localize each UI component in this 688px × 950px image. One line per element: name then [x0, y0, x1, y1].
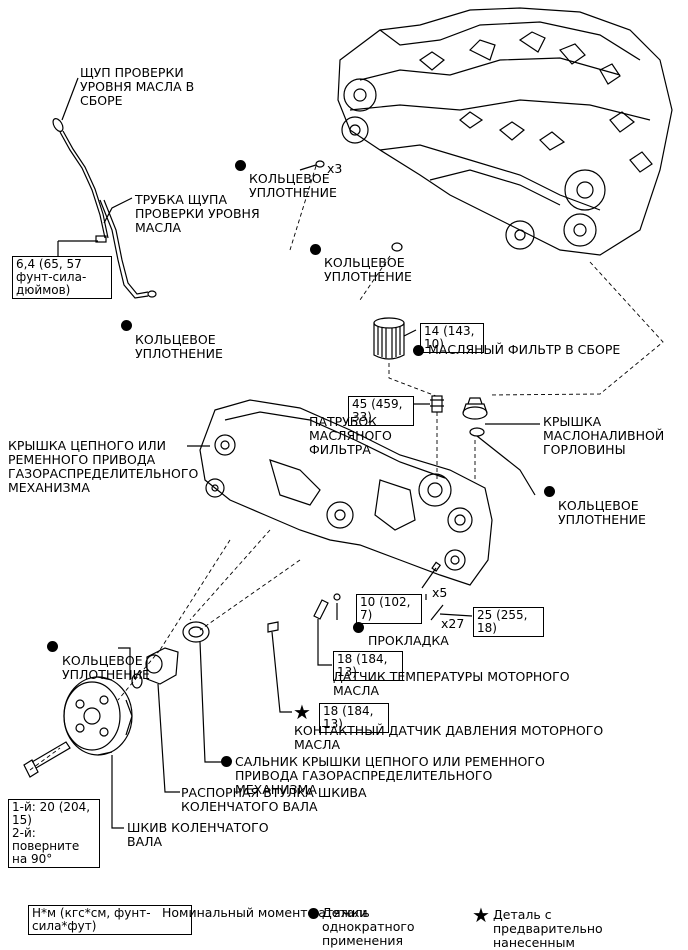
oil-seal-label: САЛЬНИК КРЫШКИ ЦЕПНОГО ИЛИ РЕМЕННОГО ПРИ… — [235, 754, 545, 797]
engine-block-drawing — [337, 7, 673, 256]
legend-non-reusable-icon — [308, 908, 319, 919]
dipstick-drawing — [52, 118, 109, 239]
pressure-switch-torque: 18 (184, 13) — [319, 703, 389, 733]
filter-union-torque: 45 (459, 33) — [348, 396, 414, 426]
filter-union-label: ПАТРУБОК МАСЛЯНОГО ФИЛЬТРА — [309, 414, 392, 457]
legend-torque-text: Номинальный момент затяжки — [162, 905, 368, 920]
quantity-x27-label: x27 — [441, 616, 465, 631]
non-reusable-icon — [310, 244, 321, 255]
bolts-x27-torque: 25 (255, 18) — [473, 607, 544, 637]
o-ring-mid-label: КОЛЬЦЕВОЕ УПЛОТНЕНИЕ — [324, 255, 412, 284]
o-ring-pulley-label: КОЛЬЦЕВОЕ УПЛОТНЕНИЕ — [62, 653, 150, 682]
o-ring-top-label: КОЛЬЦЕВОЕ УПЛОТНЕНИЕ — [249, 171, 337, 200]
filler-cap-drawing — [462, 397, 488, 420]
pressure-switch-label: КОНТАКТНЫЙ ДАТЧИК ДАВЛЕНИЯ МОТОРНОГО МАС… — [294, 723, 604, 752]
dipstick-tube-torque: 6,4 (65, 57 фунт-сила-дюймов) — [12, 256, 112, 299]
quantity-x5-label: x5 — [432, 585, 448, 600]
non-reusable-icon — [47, 641, 58, 652]
pulley-label: ШКИВ КОЛЕНЧАТОГО ВАЛА — [127, 820, 269, 849]
legend-precoated-star-icon: ★ — [472, 903, 490, 927]
legend-precoated-text: Деталь с предварительно нанесенным — [493, 907, 603, 950]
o-ring-cap-label: КОЛЬЦЕВОЕ УПЛОТНЕНИЕ — [558, 498, 646, 527]
legend-unit-box: Н*м (кгс*см, фунт-сила*фут) — [28, 905, 192, 935]
precoated-star-icon: ★ — [293, 700, 311, 724]
non-reusable-icon — [221, 756, 232, 767]
non-reusable-icon — [544, 486, 555, 497]
non-reusable-icon — [235, 160, 246, 171]
timing-cover-drawing — [199, 399, 493, 586]
temp-sensor-torque: 18 (184, 13) — [333, 651, 403, 681]
filter-union-drawing — [430, 395, 444, 413]
pulley-bolt-torque: 1-й: 20 (204, 15) 2-й: поверните на 90° — [8, 799, 100, 868]
timing-cover-label: КРЫШКА ЦЕПНОГО ИЛИ РЕМЕННОГО ПРИВОДА ГАЗ… — [8, 438, 199, 495]
non-reusable-icon — [413, 345, 424, 356]
bolts-x5-torque: 10 (102, 7) — [356, 594, 422, 624]
dipstick-label: ЩУП ПРОВЕРКИ УРОВНЯ МАСЛА В СБОРЕ — [80, 65, 195, 108]
oil-filler-cap-label: КРЫШКА МАСЛОНАЛИВНОЙ ГОРЛОВИНЫ — [543, 414, 665, 457]
oil-filter-drawing — [373, 317, 405, 360]
o-ring-left-label: КОЛЬЦЕВОЕ УПЛОТНЕНИЕ — [135, 332, 223, 361]
gasket-label: ПРОКЛАДКА — [368, 633, 449, 648]
oil-filter-torque: 14 (143, 10) — [420, 323, 484, 353]
spacer-label: РАСПОРНАЯ ВТУЛКА ШКИВА КОЛЕНЧАТОГО ВАЛА — [181, 785, 367, 814]
non-reusable-icon — [353, 622, 364, 633]
quantity-x3-label: x3 — [327, 161, 343, 176]
non-reusable-icon — [121, 320, 132, 331]
dipstick-tube-label: ТРУБКА ЩУПА ПРОВЕРКИ УРОВНЯ МАСЛА — [135, 192, 260, 235]
temp-sensor-label: ДАТЧИК ТЕМПЕРАТУРЫ МОТОРНОГО МАСЛА — [333, 669, 570, 698]
oil-filter-label: МАСЛЯНЫЙ ФИЛЬТР В СБОРЕ — [428, 342, 621, 357]
dipstick-tube-drawing — [95, 199, 149, 299]
pulley-drawing — [63, 676, 133, 756]
legend-non-reusable-text: Деталь однократного применения — [322, 905, 415, 948]
